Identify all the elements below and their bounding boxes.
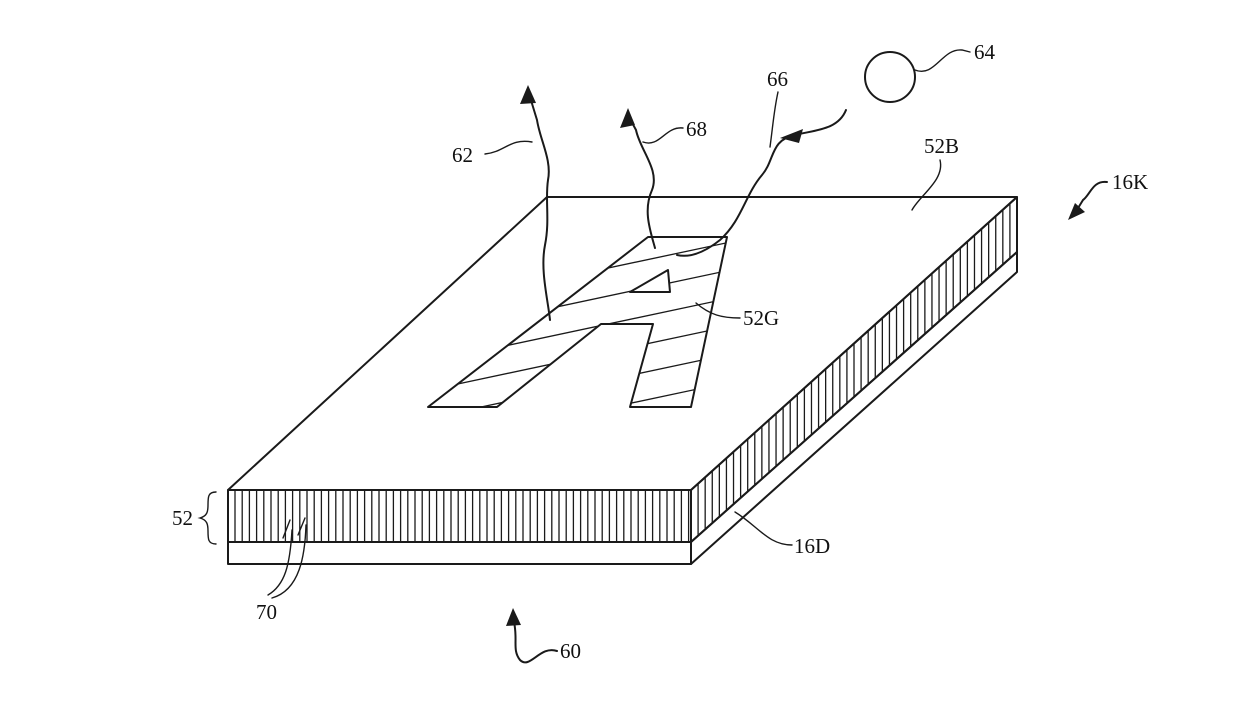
emitted-ray-62 (529, 96, 551, 321)
figure-arrow-60 (513, 621, 558, 664)
label-66: 66 (767, 67, 788, 91)
label-52: 52 (172, 506, 193, 530)
glyph-stripe-line (420, 44, 740, 112)
label-60: 60 (560, 639, 581, 663)
reflected-ray-68 (628, 116, 656, 249)
label-70: 70 (256, 600, 277, 624)
fiber-mark-2 (297, 517, 306, 536)
fiber-mark-1 (282, 519, 291, 539)
leader-66 (769, 91, 779, 148)
glyph-stripe-line (428, 379, 727, 407)
front-face-fibers (234, 490, 690, 542)
slab-top-face (227, 196, 1018, 491)
label-62: 62 (452, 143, 473, 167)
leader-16d (734, 511, 793, 546)
slab-side-face (690, 196, 1018, 565)
glyph-stripe-line (420, 16, 740, 84)
bracket-52 (197, 491, 217, 545)
glyph-stripe-line (420, 0, 740, 56)
glyph-stripe-line (420, 408, 740, 476)
label-16d: 16D (794, 534, 830, 558)
figure-arrow-16k (1074, 180, 1108, 214)
ray-66-arrowhead (780, 129, 803, 143)
label-16k: 16K (1112, 170, 1148, 194)
leader-70a (267, 529, 293, 596)
label-52b: 52B (924, 134, 959, 158)
incoming-light-ray (676, 109, 847, 257)
ray-68-arrowhead (620, 108, 635, 128)
glyph-stripe-line (420, 576, 740, 644)
label-52g: 52G (743, 306, 779, 330)
leader-62 (484, 140, 533, 155)
label-68: 68 (686, 117, 707, 141)
ray-62-arrowhead (520, 85, 536, 104)
light-source-sphere (864, 51, 916, 103)
leader-70b (271, 524, 307, 599)
leader-64 (914, 49, 971, 73)
leader-52g (695, 302, 741, 319)
label-64: 64 (974, 40, 996, 64)
arrow-16k-head (1068, 203, 1085, 220)
slab-front-face (227, 489, 692, 565)
arrow-60-head (506, 608, 521, 626)
leader-68 (642, 127, 684, 144)
leader-52b (911, 159, 942, 211)
side-face-fibers (697, 203, 1011, 536)
